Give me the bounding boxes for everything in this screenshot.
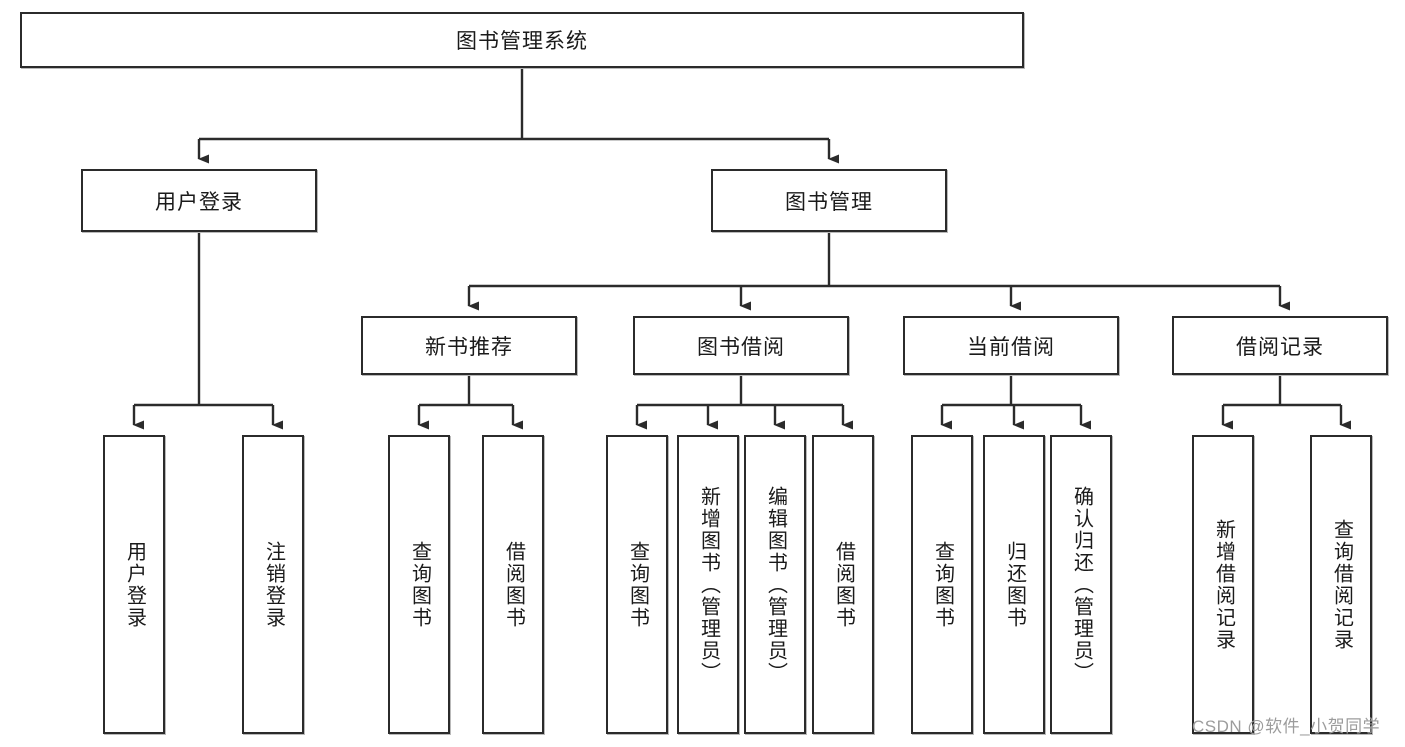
node-book-manage[interactable]: 图书管理 (711, 169, 947, 232)
node-leaf-add-record[interactable]: 新增借阅记录 (1192, 435, 1254, 734)
node-user-login[interactable]: 用户登录 (81, 169, 317, 232)
node-leaf-query-book-1-label: 查询图书 (408, 540, 431, 629)
node-leaf-borrow-book-1-label: 借阅图书 (502, 540, 525, 629)
node-book-borrow[interactable]: 图书借阅 (633, 316, 849, 375)
node-leaf-edit-book[interactable]: 编辑图书（管理员） (744, 435, 806, 734)
node-user-login-label: 用户登录 (155, 190, 243, 214)
node-book-borrow-label: 图书借阅 (697, 335, 785, 359)
node-leaf-edit-book-label: 编辑图书（管理员） (764, 485, 787, 684)
node-leaf-user-login-label: 用户登录 (123, 540, 146, 629)
node-new-book-rec-label: 新书推荐 (425, 335, 513, 359)
node-leaf-query-book-2[interactable]: 查询图书 (606, 435, 668, 734)
node-leaf-logout[interactable]: 注销登录 (242, 435, 304, 734)
node-leaf-borrow-book-2-label: 借阅图书 (832, 540, 855, 629)
node-leaf-borrow-book-2[interactable]: 借阅图书 (812, 435, 874, 734)
node-new-book-rec[interactable]: 新书推荐 (361, 316, 577, 375)
node-leaf-add-book-label: 新增图书（管理员） (697, 485, 720, 684)
node-root-label: 图书管理系统 (456, 30, 588, 53)
node-borrow-record[interactable]: 借阅记录 (1172, 316, 1388, 375)
node-leaf-query-record[interactable]: 查询借阅记录 (1310, 435, 1372, 734)
node-leaf-return-book[interactable]: 归还图书 (983, 435, 1045, 734)
node-leaf-confirm-return[interactable]: 确认归还（管理员） (1050, 435, 1112, 734)
node-leaf-query-book-1[interactable]: 查询图书 (388, 435, 450, 734)
node-borrow-record-label: 借阅记录 (1236, 335, 1324, 359)
csdn-watermark: CSDN @软件_小贺同学 (1192, 717, 1381, 736)
node-leaf-query-book-3[interactable]: 查询图书 (911, 435, 973, 734)
node-leaf-confirm-return-label: 确认归还（管理员） (1070, 485, 1093, 684)
node-leaf-borrow-book-1[interactable]: 借阅图书 (482, 435, 544, 734)
node-leaf-user-login[interactable]: 用户登录 (103, 435, 165, 734)
node-leaf-add-book[interactable]: 新增图书（管理员） (677, 435, 739, 734)
node-leaf-add-record-label: 新增借阅记录 (1212, 518, 1235, 651)
node-book-manage-label: 图书管理 (785, 190, 873, 214)
node-leaf-query-book-2-label: 查询图书 (626, 540, 649, 629)
node-leaf-logout-label: 注销登录 (262, 540, 285, 629)
node-leaf-query-book-3-label: 查询图书 (931, 540, 954, 629)
node-current-borrow-label: 当前借阅 (967, 335, 1055, 359)
node-leaf-return-book-label: 归还图书 (1003, 540, 1026, 629)
node-root[interactable]: 图书管理系统 (20, 12, 1024, 68)
node-current-borrow[interactable]: 当前借阅 (903, 316, 1119, 375)
node-leaf-query-record-label: 查询借阅记录 (1330, 518, 1353, 651)
